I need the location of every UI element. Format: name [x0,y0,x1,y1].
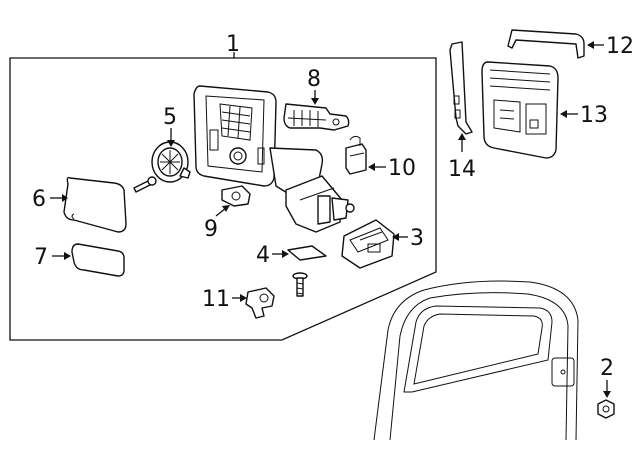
callout-11: 11 [202,287,230,312]
callout-2: 2 [600,356,614,381]
part-upper-trim [507,29,585,59]
door-outline [373,280,579,441]
part-mirror-cover [481,61,559,159]
callout-6: 6 [32,187,46,212]
part-control-module [341,219,395,269]
callout-4: 4 [256,243,270,268]
callout-7: 7 [34,245,48,270]
arrow-2 [603,391,611,398]
part-sensor [245,287,275,319]
callout-5: 5 [163,105,177,130]
arrow-7 [64,252,71,260]
arrow-12 [587,41,594,49]
callout-14: 14 [448,157,476,182]
arrow-5 [167,140,175,147]
part-clip [221,185,251,207]
arrow-4 [282,250,289,258]
part-nut [597,399,615,419]
arrow-11 [240,294,247,302]
arrow-6 [62,194,68,202]
arrow-14 [458,133,466,140]
arrow-9 [222,205,230,212]
part-mirror-glass [63,176,127,233]
arrow-8 [311,98,319,105]
part-screw [133,176,157,193]
callout-13: 13 [580,103,608,128]
part-mirror-housing [193,85,355,233]
assembly-frame [9,57,437,341]
callout-1: 1 [226,32,240,57]
arrow-10 [368,163,375,171]
part-connector [345,135,367,175]
callout-3: 3 [410,226,424,251]
part-bracket [287,245,327,261]
callout-12: 12 [606,34,634,59]
part-motor [151,141,191,183]
part-trim-strip [449,41,473,135]
arrow-13 [560,110,567,118]
callout-9: 9 [204,217,218,242]
part-bolt [292,272,308,297]
arrow-3 [392,233,399,241]
callout-10: 10 [388,156,416,181]
part-turn-signal [283,103,350,131]
part-lower-glass [71,243,125,277]
callout-8: 8 [307,67,321,92]
